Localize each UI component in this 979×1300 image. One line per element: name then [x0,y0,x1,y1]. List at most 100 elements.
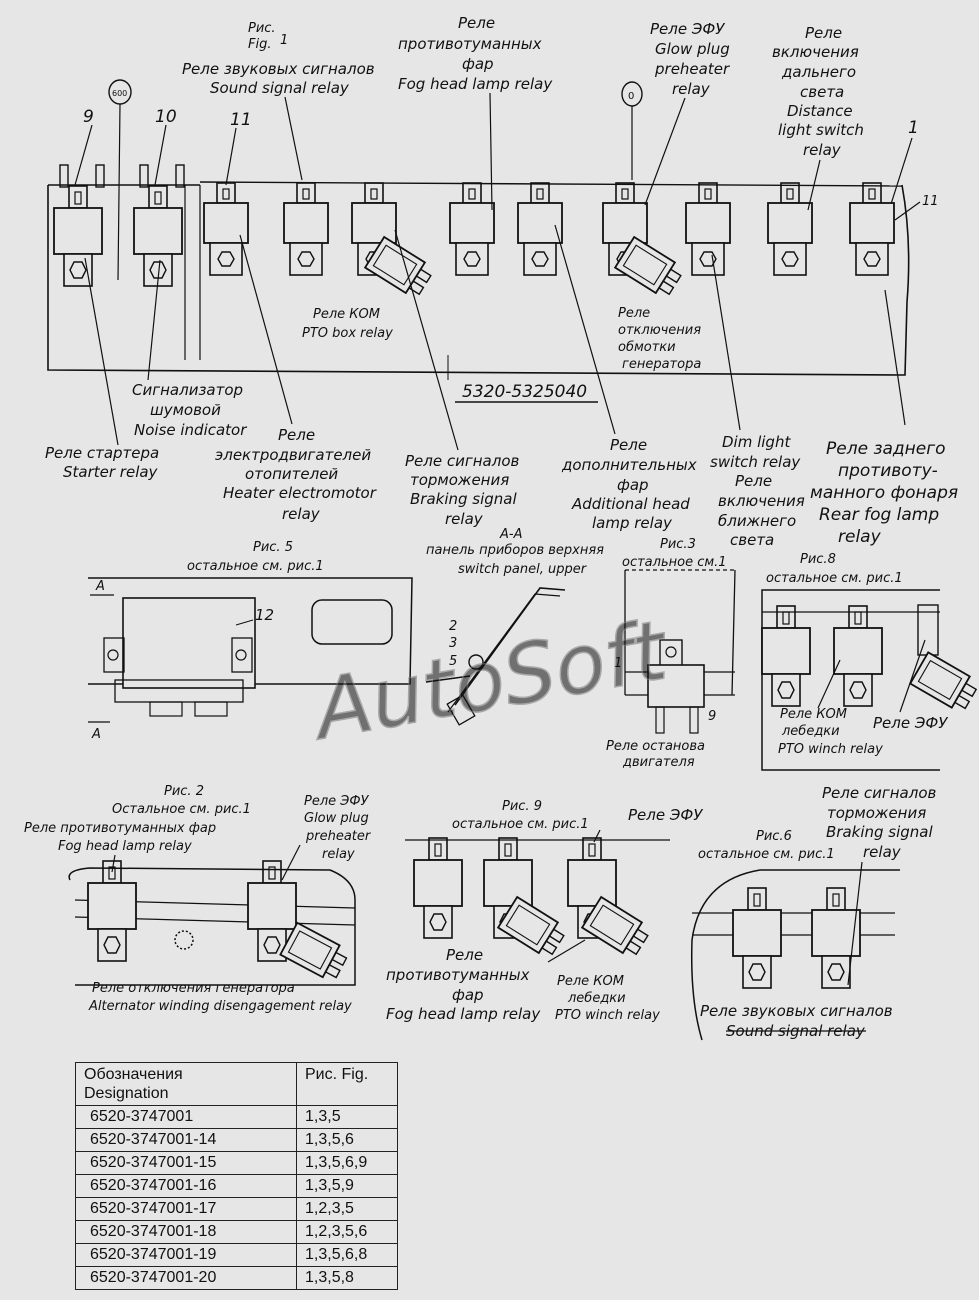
label-gen-ru-1: Реле [618,306,650,321]
fig6-brake-en-1: Braking signal [826,823,934,841]
fig1-caption-en: Fig. [248,37,271,52]
label-addhead-ru-2: дополнительных [561,456,697,474]
label-dist-ru-4: света [800,83,844,101]
label-starter-ru: Реле стартера [45,444,159,462]
label-dist-en-2: light switch [778,121,864,139]
figure-6: Рис.6 остальное см. рис.1 Реле сигналов … [690,784,936,1041]
header-designation-ru: Обозначения [84,1066,183,1083]
fig5-panel-en: switch panel, upper [458,562,588,577]
fig9-efu: Реле ЭФУ [628,806,703,824]
fig5-section-aa: A-A [499,527,522,542]
label-gen-ru-4: генератора [622,357,701,372]
fig5-subtitle: остальное см. рис.1 [187,559,324,574]
label-efu-en-2: preheater [654,60,730,78]
designation-cell: 6520-3747001-18 [75,1220,297,1244]
fig9-title: Рис. 9 [502,799,542,814]
label-addhead-ru-1: Реле [610,436,647,454]
fig6-brake-ru-1: Реле сигналов [822,784,936,802]
fig9-fog-ru-2: противотуманных [386,966,530,984]
table-header-row: Обозначения Designation Рис. Fig. [75,1062,398,1106]
fig9-fog-en: Fog head lamp relay [386,1005,541,1023]
label-fog-ru-1: Реле [458,14,495,32]
fig5-num-12: 12 [255,606,274,624]
fig6-subtitle: остальное см. рис.1 [698,847,835,862]
label-efu-ru: Реле ЭФУ [650,20,725,38]
fig9-winch-en: PTO winch relay [555,1008,660,1023]
label-gen-ru-2: отключения [618,323,701,338]
figure-5: Рис. 5 остальное см. рис.1 12 A A A-A па… [88,527,604,742]
fig2-alt-en: Alternator winding disengagement relay [88,999,352,1014]
label-heater-en-2: relay [282,505,321,523]
num-1: 1 [908,118,919,138]
label-brake-en-2: relay [445,510,484,528]
figure-9: Рис. 9 остальное см. рис.1 Реле ЭФУ Реле… [386,799,703,1023]
fig2-efu-en-1: Glow plug [304,811,369,826]
label-rearfog-ru-1: Реле заднего [826,439,946,459]
fig2-subtitle: Остальное см. рис.1 [112,802,251,817]
label-heater-ru-2: электродвигателей [215,446,371,464]
figs-cell: 1,3,5,6 [296,1128,398,1152]
designation-cell: 6520-3747001-16 [75,1174,297,1198]
label-dist-en-3: relay [803,141,842,159]
fig3-subtitle: остальное см.1 [622,555,727,570]
fig9-winch-ru-2: лебедки [567,991,626,1006]
figs-cell: 1,3,5,8 [296,1266,398,1290]
fig6-sound-ru: Реле звуковых сигналов [700,1002,893,1020]
fig8-efu: Реле ЭФУ [873,714,948,732]
num-10: 10 [155,107,177,127]
fig9-subtitle: остальное см. рис.1 [452,817,589,832]
fig8-winch-ru-2: лебедки [781,724,840,739]
fig2-efu-en-2: preheater [305,829,372,844]
figure-8: Рис.8 остальное см. рис.1 Реле КОМ лебед… [761,552,979,771]
label-starter-en: Starter relay [63,463,159,481]
header-figs: Рис. Fig. [296,1062,398,1106]
fig5-n3: 3 [449,636,457,651]
designation-cell: 6520-3747001-14 [75,1128,297,1152]
designation-table: Обозначения Designation Рис. Fig. 6520-3… [75,1062,398,1290]
header-designation-en: Designation [84,1085,169,1102]
label-dim-en-1: Dim light [722,433,791,451]
fig8-subtitle: остальное см. рис.1 [766,571,903,586]
label-noise-en: Noise indicator [134,421,247,439]
fig1-panel-outline [47,184,910,376]
fig5-n5: 5 [449,654,457,669]
label-addhead-ru-3: фар [617,476,649,494]
fig1-caption-num: 1 [280,33,288,48]
fig9-fog-ru-3: фар [452,986,484,1004]
num-11b: 11 [922,194,939,209]
label-pto-ru: Реле КОМ [313,307,380,322]
figure-3: Рис.3 остальное см.1 1 9 Реле останова д… [606,537,736,770]
fig1-caption-ru: Рис. [248,21,276,36]
designation-cell: 6520-3747001-20 [75,1266,297,1290]
label-dist-ru-1: Реле [805,24,842,42]
label-noise-ru-2: шумовой [150,401,221,419]
fig8-title: Рис.8 [800,552,836,567]
figs-cell: 1,2,3,5 [296,1197,398,1221]
fig2-fog-en: Fog head lamp relay [58,839,192,854]
num-9: 9 [83,107,94,127]
fig2-efu-en-3: relay [322,847,355,862]
fig2-alt-ru: Реле отключения генератора [92,981,295,996]
figs-cell: 1,3,5,6,9 [296,1151,398,1175]
label-fog-ru-2: противотуманных [398,35,542,53]
label-rearfog-ru-3: манного фонаря [810,483,958,503]
label-brake-en-1: Braking signal [410,490,518,508]
fig6-brake-ru-2: торможения [827,804,926,822]
label-noise-ru-1: Сигнализатор [132,381,243,399]
figs-cell: 1,3,5 [296,1105,398,1129]
fig2-title: Рис. 2 [164,784,204,799]
callout-600-text: 600 [112,89,127,98]
fig5-unit-12 [122,597,256,689]
label-dim-ru-3: ближнего [718,512,796,530]
label-dist-ru-3: дальнего [781,63,856,81]
num-11: 11 [230,110,252,130]
label-dim-ru-2: включения [718,492,805,510]
figure-1: Рис. Fig. 1 5320-5325040 600 0 9 10 11 1… [45,14,958,549]
fig9-winch-ru-1: Реле КОМ [557,974,624,989]
label-heater-en-1: Heater electromotor [223,484,377,502]
callout-0-text: 0 [628,91,634,102]
